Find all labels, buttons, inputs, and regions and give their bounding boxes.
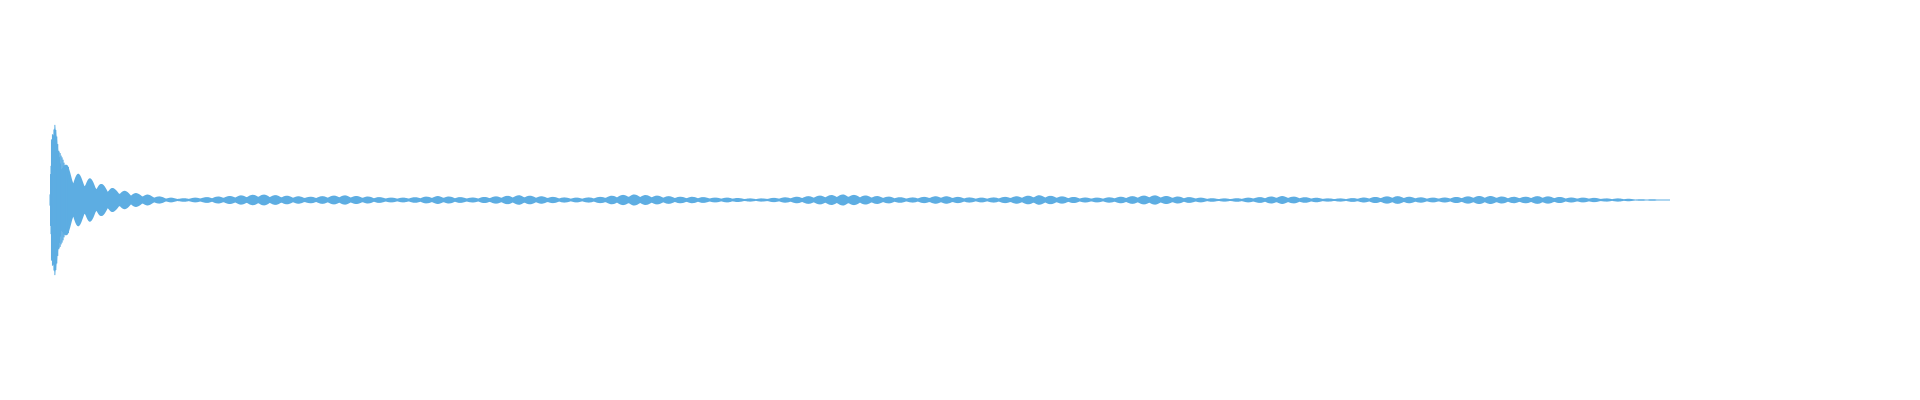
waveform-series [49, 124, 1670, 276]
